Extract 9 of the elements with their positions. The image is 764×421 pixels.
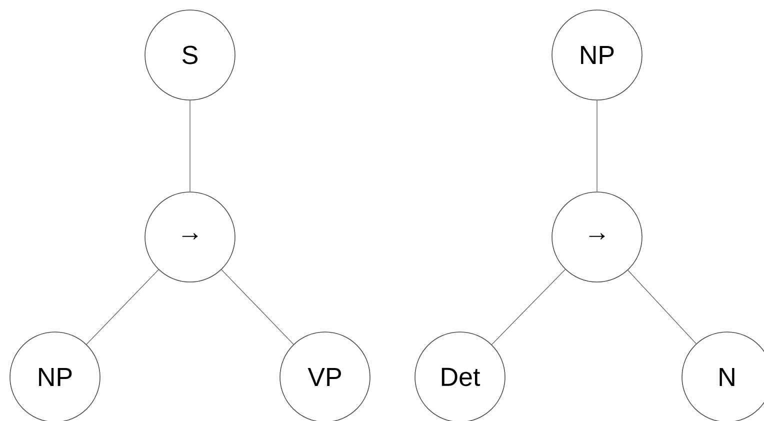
- connector-line: [491, 269, 566, 345]
- connector-line: [628, 270, 696, 344]
- circle-node: →: [144, 192, 236, 282]
- connector-line: [221, 269, 294, 345]
- circle-node: →: [552, 192, 642, 282]
- connector-line: [596, 100, 598, 192]
- circle-node: NP: [552, 10, 642, 100]
- connector-line: [86, 269, 159, 345]
- circle-node: S: [144, 10, 236, 100]
